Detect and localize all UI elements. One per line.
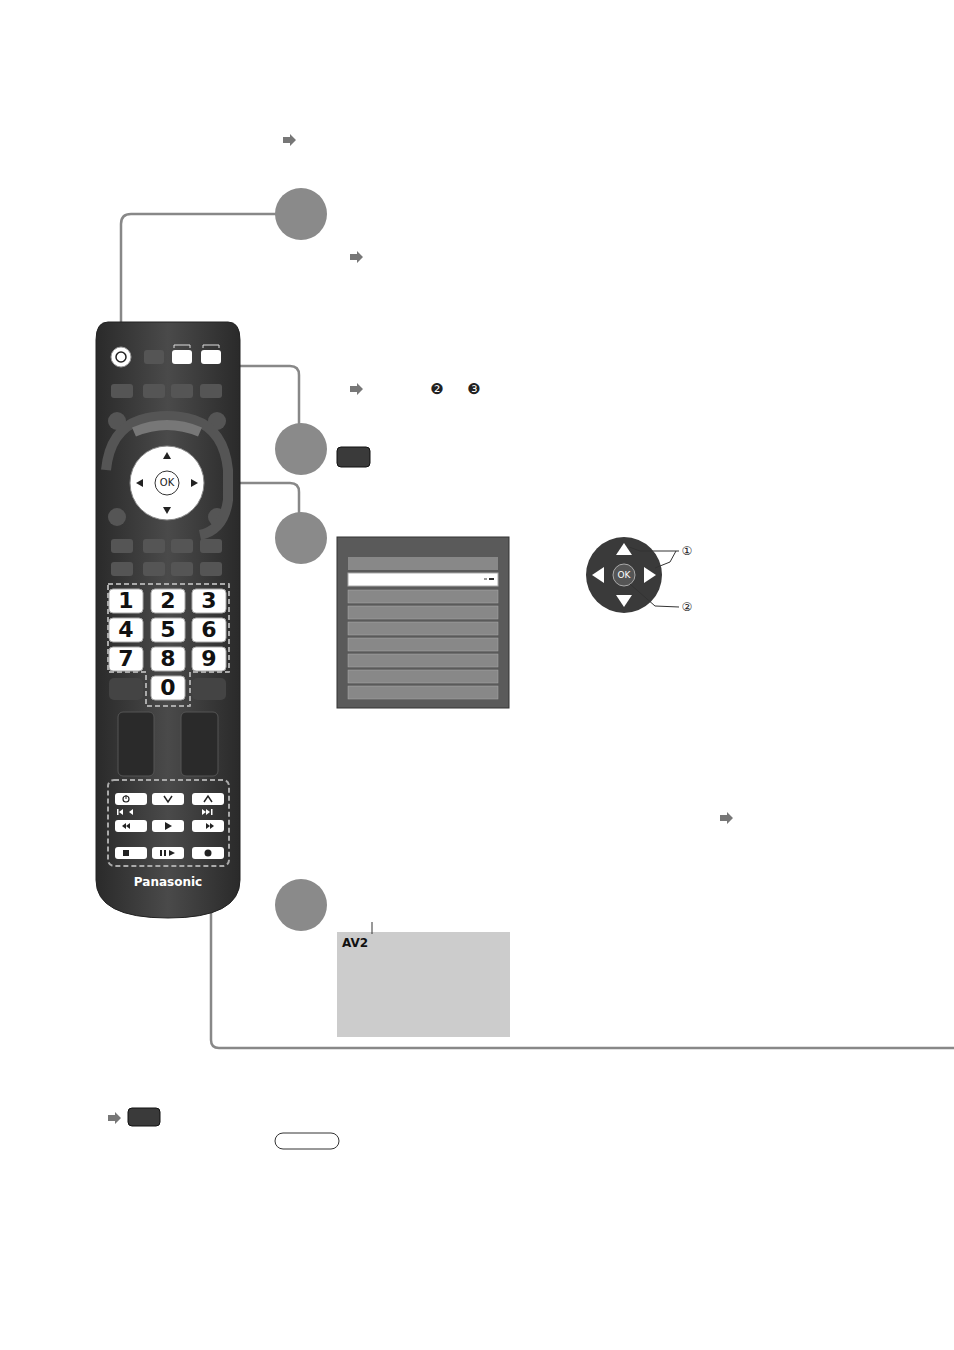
key-digit: 9 [201,648,216,670]
button-label: OK [160,478,174,488]
key-digit: 6 [201,619,216,641]
leader-line [121,214,954,1048]
step-circle [275,188,327,931]
key-digit: 0 [160,677,175,699]
reference-arrow [108,134,733,1124]
button-label: OK [618,571,631,580]
key-digit: 2 [160,590,175,612]
key-digit: 8 [160,648,175,670]
callout-number: ② [682,601,693,613]
key-digit: 7 [118,648,133,670]
menu-screen [337,537,509,708]
key-digit: 4 [118,619,133,641]
callout-number: ❸ [467,382,480,397]
key-digit: 1 [118,590,133,612]
callout-number: ❷ [430,382,443,397]
key-digit: 3 [201,590,216,612]
key-digit: 5 [160,619,175,641]
callout-number: ① [682,545,693,557]
brand-name: Panasonic [134,876,202,888]
input-label: AV2 [342,937,368,949]
tv-screen [337,932,510,1037]
remote-body [96,322,240,918]
